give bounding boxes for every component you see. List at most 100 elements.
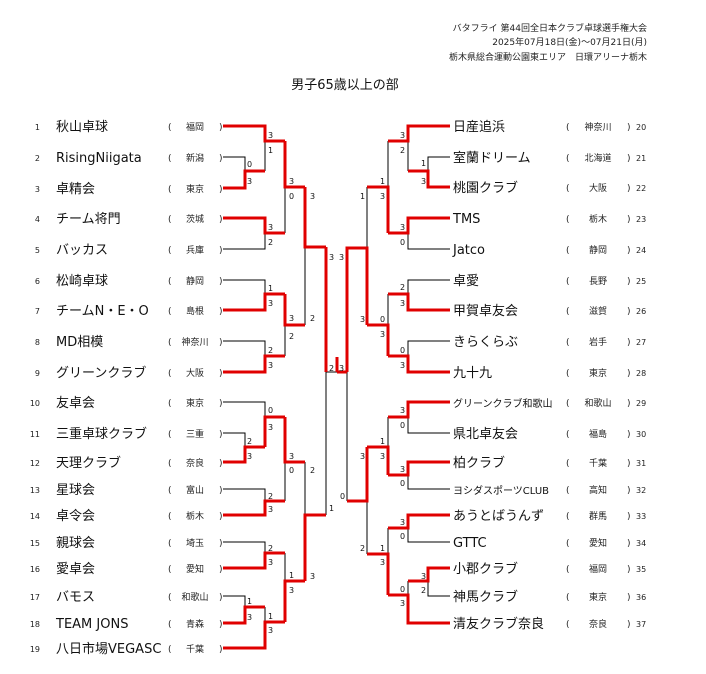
match-score: 3 bbox=[289, 586, 294, 595]
match-score: 1 bbox=[380, 177, 385, 186]
match-score: 0 bbox=[400, 238, 405, 247]
seed-number: 26 bbox=[636, 307, 646, 316]
match-score: 2 bbox=[268, 346, 273, 355]
team-name: RisingNiigata bbox=[56, 151, 142, 166]
seed-number: 31 bbox=[636, 459, 646, 468]
team-name: 愛卓会 bbox=[56, 562, 95, 577]
match-score: 3 bbox=[247, 613, 252, 622]
division-title: 男子65歳以上の部 bbox=[291, 78, 399, 93]
team-row: Jatco(静岡)24 bbox=[452, 243, 646, 258]
match-score: 2 bbox=[268, 492, 273, 501]
paren-close: ) bbox=[627, 338, 631, 348]
team-name: バッカス bbox=[56, 243, 108, 258]
seed-number: 35 bbox=[636, 565, 646, 574]
prefecture: 静岡 bbox=[186, 275, 204, 287]
match-score: 3 bbox=[380, 192, 385, 201]
paren-open: ( bbox=[566, 539, 570, 549]
paren-open: ( bbox=[168, 539, 172, 549]
winner-path-line bbox=[223, 169, 265, 190]
paren-close: ) bbox=[627, 539, 631, 549]
winner-path-line bbox=[223, 620, 285, 650]
bracket-line bbox=[223, 432, 246, 447]
seed-number: 16 bbox=[30, 565, 40, 574]
winner-path-line bbox=[408, 169, 450, 189]
paren-open: ( bbox=[168, 593, 172, 603]
match-score: 0 bbox=[380, 315, 385, 324]
winner-path-line bbox=[388, 593, 450, 625]
match-score: 3 bbox=[268, 299, 273, 308]
prefecture: 東京 bbox=[186, 397, 204, 409]
prefecture: 高知 bbox=[589, 484, 607, 496]
team-name: ヨシダスポーツCLUB bbox=[453, 484, 549, 497]
paren-open: ( bbox=[566, 512, 570, 522]
paren-open: ( bbox=[566, 307, 570, 317]
bracket-line bbox=[407, 233, 450, 250]
prefecture: 埼玉 bbox=[186, 537, 204, 549]
team-name: 甲賀卓友会 bbox=[453, 303, 518, 319]
match-score: 3 bbox=[339, 364, 344, 373]
winner-path-line bbox=[388, 216, 450, 235]
paren-open: ( bbox=[566, 369, 570, 379]
bracket-line bbox=[223, 541, 266, 553]
seed-number: 11 bbox=[30, 430, 40, 439]
prefecture: 奈良 bbox=[186, 457, 204, 469]
prefecture: 愛知 bbox=[186, 563, 204, 575]
team-name: 松崎卓球 bbox=[56, 274, 108, 289]
prefecture: 滋賀 bbox=[589, 305, 607, 317]
bracket-line bbox=[407, 528, 450, 543]
team-name: グリーンクラブ和歌山 bbox=[453, 397, 553, 410]
match-score: 0 bbox=[400, 421, 405, 430]
team-name: GTTC bbox=[453, 536, 487, 551]
team-name: 九十九 bbox=[453, 366, 492, 381]
winner-path-line bbox=[263, 415, 285, 447]
match-score: 1 bbox=[380, 544, 385, 553]
prefecture: 神奈川 bbox=[181, 336, 208, 348]
paren-close: ) bbox=[219, 215, 223, 225]
seed-number: 27 bbox=[636, 338, 646, 347]
prefecture: 栃木 bbox=[589, 213, 607, 225]
winner-path-line bbox=[388, 513, 450, 530]
match-score: 2 bbox=[310, 466, 315, 475]
prefecture: 福岡 bbox=[589, 563, 607, 575]
bracket-line bbox=[407, 475, 450, 490]
match-score: 1 bbox=[329, 504, 334, 513]
match-score: 1 bbox=[247, 597, 252, 606]
paren-open: ( bbox=[168, 123, 172, 133]
team-row: TMS(栃木)23 bbox=[452, 212, 646, 227]
match-score: 1 bbox=[360, 192, 365, 201]
match-score: 2 bbox=[400, 146, 405, 155]
match-score: 3 bbox=[268, 505, 273, 514]
match-score: 1 bbox=[421, 159, 426, 168]
team-row: 室蘭ドリーム(北海道)21 bbox=[453, 150, 646, 166]
team-row: 卓愛(長野)25 bbox=[453, 274, 646, 289]
prefecture: 新潟 bbox=[186, 152, 204, 164]
bracket-line bbox=[427, 156, 450, 171]
paren-open: ( bbox=[566, 459, 570, 469]
team-row: 神馬クラブ(東京)36 bbox=[453, 589, 646, 605]
team-name: Jatco bbox=[452, 243, 485, 258]
team-name: 卓精会 bbox=[56, 182, 95, 197]
team-row: 清友クラブ奈良(奈良)37 bbox=[453, 616, 646, 632]
team-name: 親球会 bbox=[56, 536, 95, 551]
team-row: 柏クラブ(千葉)31 bbox=[453, 455, 646, 471]
team-row: 小郡クラブ(福岡)35 bbox=[453, 561, 646, 577]
bracket-line bbox=[407, 279, 450, 294]
match-score: 0 bbox=[247, 160, 252, 169]
match-score: 0 bbox=[400, 479, 405, 488]
match-score: 3 bbox=[380, 558, 385, 567]
paren-close: ) bbox=[219, 539, 223, 549]
match-score: 3 bbox=[400, 465, 405, 474]
match-score: 3 bbox=[421, 572, 426, 581]
paren-close: ) bbox=[219, 123, 223, 133]
paren-close: ) bbox=[219, 565, 223, 575]
seed-number: 30 bbox=[636, 430, 646, 439]
paren-close: ) bbox=[627, 369, 631, 379]
match-score: 0 bbox=[289, 466, 294, 475]
